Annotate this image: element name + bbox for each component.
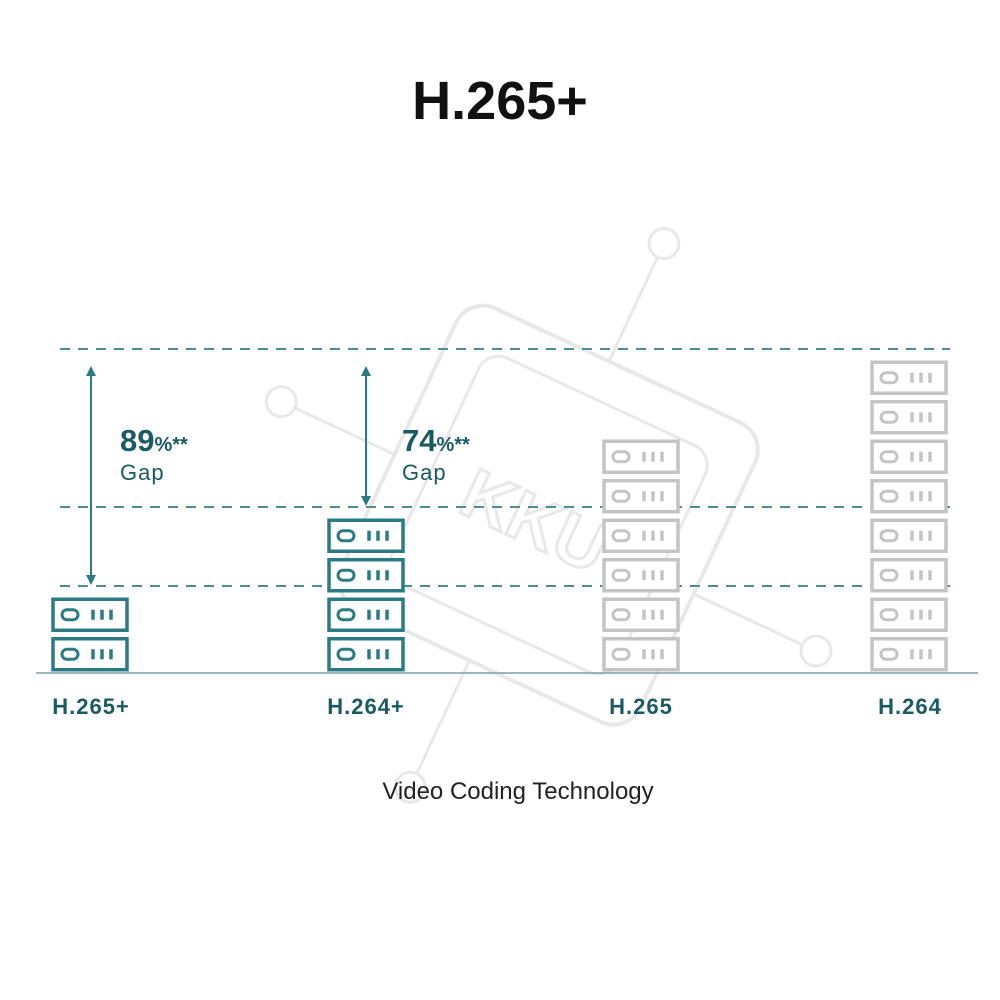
gap-arrow-2 [361,366,371,506]
server-unit-icon [870,558,948,593]
watermark-trace [692,592,803,647]
x-axis-label: Video Coding Technology [382,778,654,805]
server-unit-icon [870,479,948,514]
watermark-trace [607,256,659,363]
watermark-node [264,385,298,419]
server-unit-icon [602,518,680,553]
gap-arrow-1 [86,366,96,585]
server-unit-icon [870,518,948,553]
watermark-text: KKU [449,454,619,589]
gap-arrows [86,366,371,585]
gap-annotation-1: 89%** Gap [120,424,188,488]
server-unit-icon [51,637,129,672]
gap-value: 74 [402,423,437,458]
server-unit-icon [870,400,948,435]
gap-annotation-2: 74%** Gap [402,424,470,488]
server-unit-icon [327,597,405,632]
server-unit-icon [602,597,680,632]
watermark-node [393,770,427,804]
server-unit-icon [602,637,680,672]
x-tick-labels: H.265+ H.264+ H.265 H.264 [52,694,942,719]
bar-h-264 [870,360,948,672]
gap-unit: %** [436,434,470,456]
chart-title: H.265+ [412,71,588,131]
server-unit-icon [602,479,680,514]
watermark-node [647,227,681,261]
x-tick-label: H.265 [609,694,673,719]
x-tick-label: H.265+ [52,694,130,719]
server-unit-icon [870,360,948,395]
server-unit-icon [602,558,680,593]
gap-word: Gap [120,460,165,485]
bars [51,360,948,672]
bar-h-265 [51,597,129,672]
server-unit-icon [602,439,680,474]
x-tick-label: H.264+ [327,694,405,719]
watermark-trace [294,406,396,456]
server-unit-icon [327,558,405,593]
server-unit-icon [870,439,948,474]
watermark: KKU [264,227,833,804]
server-unit-icon [327,518,405,553]
server-unit-icon [327,637,405,672]
guide-lines [60,348,950,587]
watermark-node [799,634,833,668]
server-unit-icon [870,637,948,672]
server-unit-icon [870,597,948,632]
gap-value: 89 [120,423,155,458]
watermark-outer-square [336,303,760,727]
x-tick-label: H.264 [878,694,942,719]
gap-word: Gap [402,460,447,485]
gap-unit: %** [154,434,188,456]
watermark-trace [415,659,471,775]
bar-h-265 [602,439,680,672]
bar-h-264 [327,518,405,672]
server-unit-icon [51,597,129,632]
